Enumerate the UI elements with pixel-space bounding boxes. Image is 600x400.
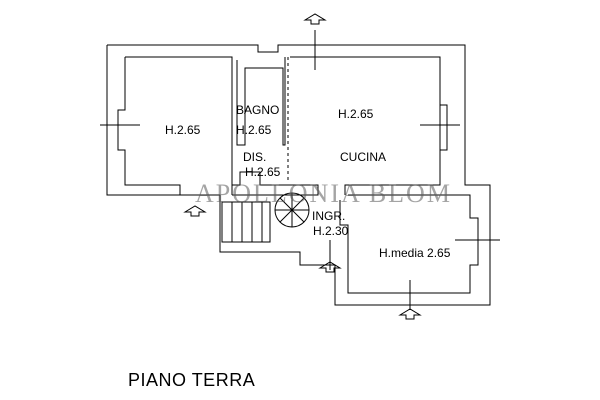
stairs — [221, 201, 271, 243]
spiral-stair — [274, 192, 310, 228]
entrance-name: INGR. — [312, 209, 346, 223]
window-markers — [100, 30, 500, 310]
kitchen-height: H.2.65 — [338, 107, 374, 121]
kitchen-name: CUCINA — [340, 150, 387, 164]
bathroom-height: H.2.65 — [236, 123, 272, 137]
entrance-arrows — [183, 13, 422, 320]
outer-wall — [106, 44, 491, 306]
right-room-height: H.media 2.65 — [379, 246, 451, 260]
bathroom-name: BAGNO — [236, 103, 280, 117]
right-room-wall — [339, 194, 479, 294]
left-room-height: H.2.65 — [165, 123, 201, 137]
kitchen-wall — [290, 56, 448, 195]
hallway-name: DIS. — [243, 150, 267, 164]
hall-wall — [232, 171, 319, 196]
bathroom-wall — [236, 57, 286, 146]
entrance-height: H.2.30 — [313, 224, 349, 238]
floor-title: PIANO TERRA — [128, 370, 256, 390]
left-room-inner — [117, 57, 181, 195]
hallway-height: H.2.65 — [245, 165, 281, 179]
watermark: APOLLONIA BLOM — [195, 179, 452, 208]
inner-wall — [125, 56, 233, 195]
